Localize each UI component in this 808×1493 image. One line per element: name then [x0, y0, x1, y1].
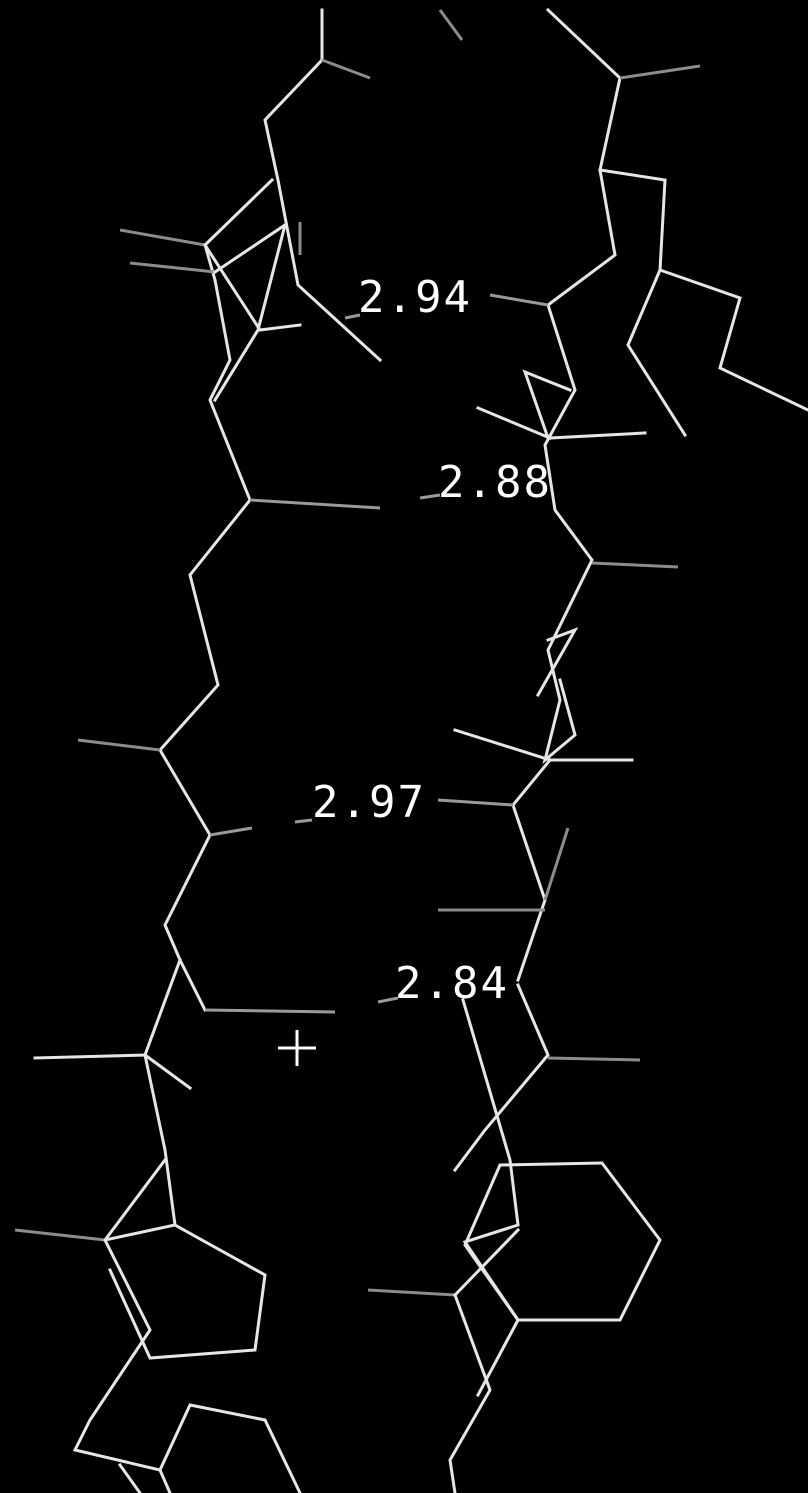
- distance-label-1: 2.94: [358, 272, 472, 323]
- distance-label-2: 2.88: [438, 457, 552, 508]
- left-strand: [14, 8, 383, 1493]
- crosshair-plus-icon: [278, 1030, 316, 1066]
- distance-label-3: 2.97: [312, 777, 426, 828]
- hydrogen-bonds: [204, 293, 549, 1014]
- right-strand: [367, 7, 808, 1493]
- distance-label-4: 2.84: [395, 958, 509, 1009]
